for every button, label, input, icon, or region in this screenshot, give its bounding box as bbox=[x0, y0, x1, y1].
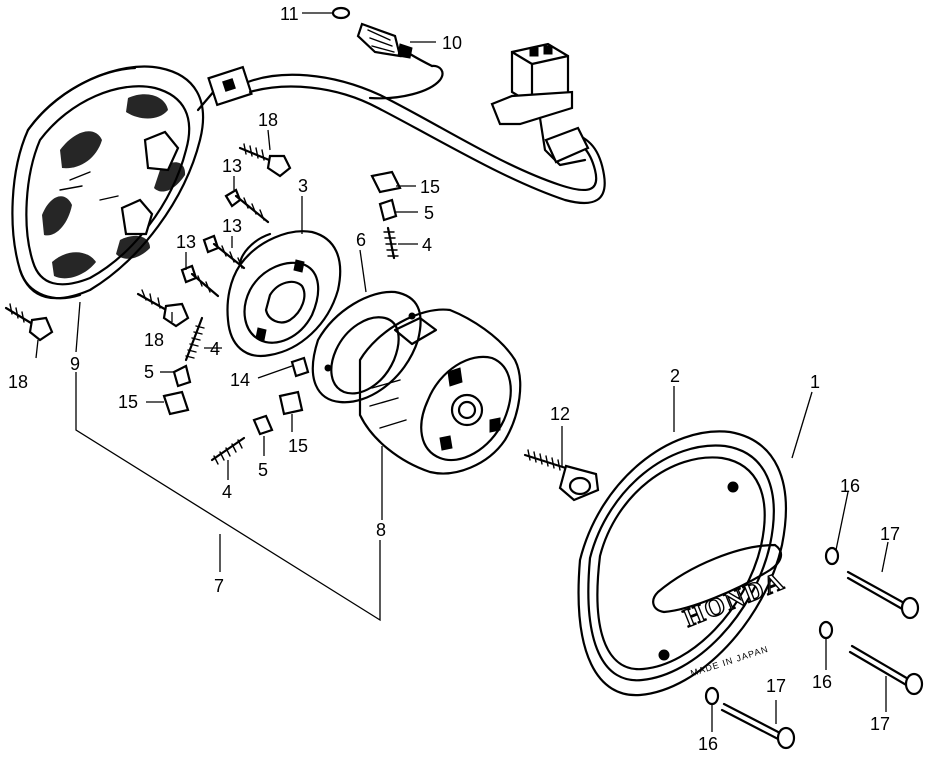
callout-labels: 11 10 18 13 3 15 5 13 13 6 4 18 4 18 9 5… bbox=[8, 4, 900, 754]
bolt-17c bbox=[720, 702, 796, 750]
neutral-switch bbox=[331, 6, 434, 68]
leader-lines bbox=[35, 12, 889, 732]
callout-4-mid: 4 bbox=[210, 339, 220, 359]
plunger-5c bbox=[252, 414, 274, 436]
washer-16c bbox=[704, 686, 720, 706]
plunger-5b bbox=[172, 364, 192, 388]
callout-15-top: 15 bbox=[420, 177, 440, 197]
spring-4c bbox=[210, 436, 246, 465]
callout-16-mid: 16 bbox=[812, 672, 832, 692]
starter-clutch-flywheel bbox=[226, 230, 342, 358]
callout-7: 7 bbox=[214, 576, 224, 596]
spring-4b bbox=[383, 226, 399, 260]
cover-brand-text: HONDA bbox=[679, 566, 789, 633]
callout-5-top: 5 bbox=[424, 203, 434, 223]
callout-15-mid: 15 bbox=[118, 392, 138, 412]
plunger-5a bbox=[378, 198, 398, 222]
screw-13c bbox=[180, 264, 220, 298]
stator-assembly bbox=[11, 64, 606, 300]
callout-13-mid: 13 bbox=[222, 216, 242, 236]
callout-1: 1 bbox=[810, 372, 820, 392]
clutch-plate bbox=[311, 290, 422, 404]
callout-10: 10 bbox=[442, 33, 462, 53]
bolt-18a bbox=[238, 143, 292, 178]
callout-18-top: 18 bbox=[258, 110, 278, 130]
pin-14 bbox=[290, 356, 310, 378]
bolt-18c bbox=[4, 303, 54, 342]
screw-13b bbox=[202, 234, 246, 270]
callout-14: 14 bbox=[230, 370, 250, 390]
starter-clutch-hub bbox=[358, 308, 522, 475]
flange-bolt-12 bbox=[523, 449, 600, 502]
cover-origin-text: MADE IN JAPAN bbox=[689, 644, 769, 679]
callout-6: 6 bbox=[356, 230, 366, 250]
callout-11: 11 bbox=[280, 4, 299, 24]
bolt-17a bbox=[846, 570, 920, 620]
callout-12: 12 bbox=[550, 404, 570, 424]
callout-5-mid: 5 bbox=[144, 362, 154, 382]
screw-13a bbox=[224, 188, 270, 224]
callout-18-left: 18 bbox=[8, 372, 28, 392]
callout-4-top: 4 bbox=[422, 235, 432, 255]
roller-15a bbox=[370, 170, 402, 194]
callout-17-top: 17 bbox=[880, 524, 900, 544]
alternator-cover: HONDA MADE IN JAPAN bbox=[577, 430, 790, 697]
callout-3: 3 bbox=[298, 176, 308, 196]
callout-17-mid: 17 bbox=[766, 676, 786, 696]
callout-2: 2 bbox=[670, 366, 680, 386]
callout-15-low: 15 bbox=[288, 436, 308, 456]
callout-5-low: 5 bbox=[258, 460, 268, 480]
washer-16a bbox=[824, 546, 840, 566]
callout-8: 8 bbox=[376, 520, 386, 540]
wire-connector bbox=[490, 42, 590, 167]
roller-15b bbox=[162, 390, 190, 416]
callout-16-top: 16 bbox=[840, 476, 860, 496]
callout-4-low: 4 bbox=[222, 482, 232, 502]
callout-13-top: 13 bbox=[222, 156, 242, 176]
washer-16b bbox=[818, 620, 834, 640]
callout-17-low: 17 bbox=[870, 714, 890, 734]
spring-4a bbox=[184, 316, 205, 362]
roller-15c bbox=[278, 390, 304, 416]
callout-16-low: 16 bbox=[698, 734, 718, 754]
callout-13-low: 13 bbox=[176, 232, 196, 252]
bolt-17b bbox=[848, 644, 924, 696]
bolt-18b bbox=[136, 289, 190, 328]
callout-18-mid: 18 bbox=[144, 330, 164, 350]
callout-9: 9 bbox=[70, 354, 80, 374]
